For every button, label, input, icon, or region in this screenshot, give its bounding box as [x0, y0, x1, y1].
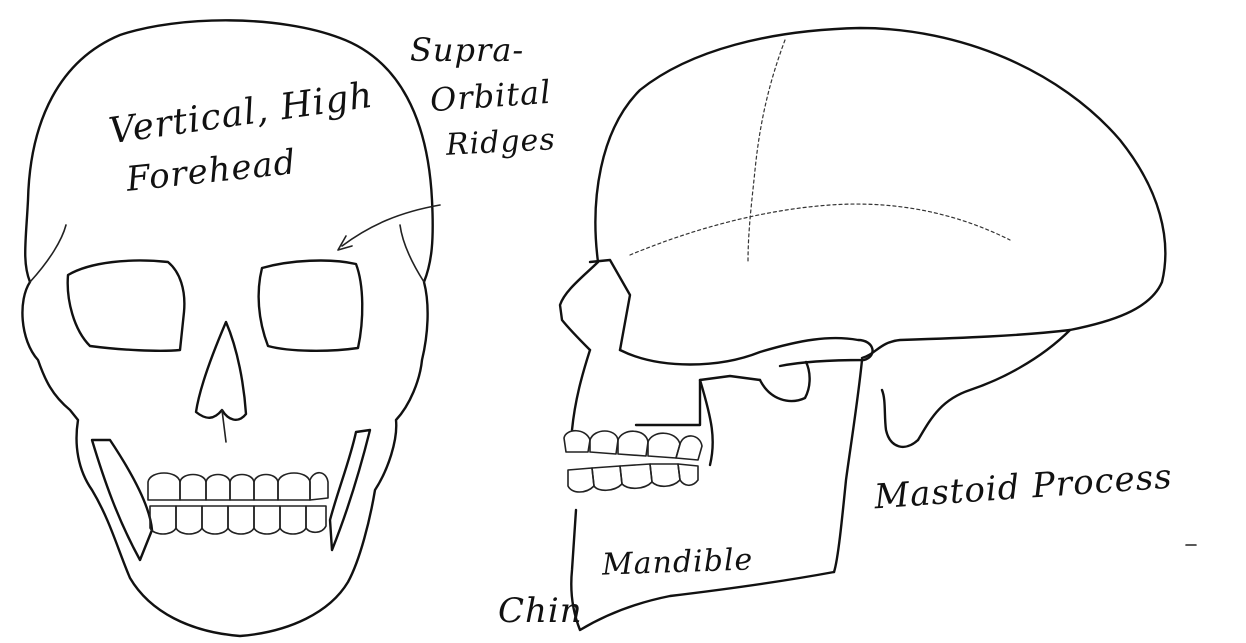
- right-orbit: [259, 261, 363, 351]
- label-chin: Chin: [498, 594, 583, 628]
- label-supra-line2: Orbital: [429, 76, 552, 116]
- supra-orbital-arrow: [338, 205, 440, 250]
- label-mandible: Mandible: [602, 545, 754, 580]
- side-cranium-outline: [595, 28, 1165, 358]
- side-upper-teeth: [564, 431, 702, 460]
- front-upper-teeth: [148, 473, 328, 500]
- side-lower-teeth: [568, 464, 698, 492]
- side-skull-drawing: [560, 28, 1165, 630]
- label-supra-line1: Supra-: [410, 34, 524, 66]
- front-lower-teeth: [150, 506, 326, 534]
- left-orbit: [68, 261, 185, 351]
- label-supra-line3: Ridges: [445, 125, 556, 161]
- nasal-cavity: [196, 322, 246, 420]
